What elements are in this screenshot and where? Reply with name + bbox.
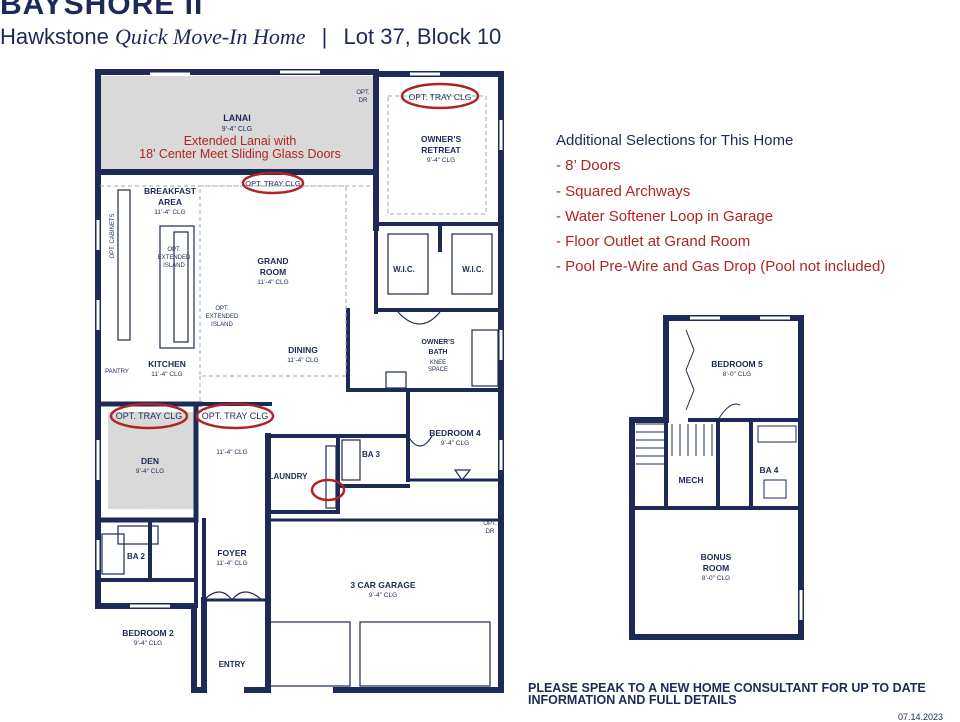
opt-island-1-b: EXTENDED (158, 255, 191, 261)
mech-label: MECH (678, 475, 703, 485)
bedroom2-clg: 9’-4" CLG (134, 640, 162, 647)
tray-oval-breakfast (241, 171, 305, 195)
pantry-label: PANTRY (105, 369, 129, 375)
consultant-note-line1: PLEASE SPEAK TO A NEW HOME CONSULTANT FO… (528, 681, 926, 695)
wic-2-label: W.I.C. (462, 265, 484, 274)
community-name: Hawkstone (0, 24, 109, 49)
lanai-fill (98, 76, 375, 172)
bedroom2-label: BEDROOM 2 (122, 628, 174, 638)
bedroom5-clg: 8’-0" CLG (723, 371, 751, 378)
ba3-label: BA 3 (362, 450, 380, 459)
dining-clg: 11’-4" CLG (287, 357, 318, 364)
dining-label: DINING (288, 345, 318, 355)
knee-space-2: SPACE (428, 367, 448, 373)
subtitle-separator: | (321, 24, 328, 49)
home-type: Quick Move-In Home (114, 24, 306, 49)
ba4-label: BA 4 (759, 465, 778, 475)
breakfast-clg: 11’-4" CLG (154, 209, 185, 216)
opt-island-1-a: OPT. (167, 247, 181, 253)
grand-room-clg: 11’-4" CLG (257, 279, 288, 286)
tray-clg-breakfast: OPT. TRAY CLG (245, 179, 301, 188)
bedroom4-clg: 9’-4" CLG (441, 440, 469, 447)
kitchen-clg: 11’-4" CLG (151, 371, 182, 378)
lanai-label: LANAI (223, 113, 251, 123)
wic-1-label: W.I.C. (393, 265, 415, 274)
breakfast-label-1: BREAKFAST (144, 186, 197, 196)
breakfast-label-2: AREA (158, 197, 182, 207)
plan-title: BAYSHORE II (0, 0, 204, 21)
grand-room-label-2: ROOM (260, 267, 286, 277)
den-label: DEN (141, 456, 159, 466)
opt-cabinets-label: OPT. CABINETS (110, 213, 116, 258)
bonus-clg: 8’-0" CLG (702, 575, 730, 582)
lot-block: Lot 37, Block 10 (343, 24, 502, 49)
owners-bath-label-1: OWNER'S (421, 339, 454, 346)
consultant-note-line2: INFORMATION AND FULL DETAILS (528, 693, 737, 707)
second-floor-windows (690, 316, 803, 620)
tray-oval-retreat (400, 82, 480, 110)
lanai-note-line1: Extended Lanai with (184, 134, 297, 148)
entry-label: ENTRY (219, 660, 246, 669)
opt-island-2-b: EXTENDED (206, 314, 239, 320)
opt-island-2-c: ISLAND (211, 322, 233, 328)
tray-oval-hall (195, 402, 275, 430)
lanai-note-line2: 18’ Center Meet Sliding Glass Doors (139, 147, 341, 161)
consultant-note: PLEASE SPEAK TO A NEW HOME CONSULTANT FO… (528, 681, 926, 707)
selection-item: - Water Softener Loop in Garage (556, 207, 774, 225)
tray-clg-retreat: OPT. TRAY CLG (409, 92, 472, 102)
hall-clg: 11’-4" CLG (216, 449, 247, 456)
bedroom5-label: BEDROOM 5 (711, 359, 763, 369)
owners-bath-label-2: BATH (429, 349, 448, 356)
ba2-label: BA 2 (127, 552, 145, 561)
foyer-label: FOYER (217, 548, 246, 558)
knee-space-1: KNEE (430, 360, 446, 366)
lanai-clg: 9’-4" CLG (222, 126, 253, 133)
selection-item: - Floor Outlet at Grand Room (556, 233, 751, 251)
selection-item: - Squared Archways (556, 182, 691, 200)
opt-dr-1-a: OPT. (356, 90, 370, 96)
bonus-label-2: ROOM (703, 563, 729, 573)
owners-retreat-label-1: OWNER'S (421, 134, 462, 144)
first-floor-dashed (100, 95, 487, 404)
perimeter-windows (96, 70, 503, 608)
owners-retreat-label-2: RETREAT (421, 145, 461, 155)
opt-island-1-c: ISLAND (163, 263, 185, 269)
tray-clg-hall: OPT. TRAY CLG (202, 411, 269, 421)
water-softener-oval (310, 478, 346, 502)
tray-oval-den (109, 402, 189, 430)
garage-clg: 9’-4" CLG (369, 592, 397, 599)
grand-room-label-1: GRAND (257, 256, 288, 266)
foyer-clg: 11’-4" CLG (216, 560, 247, 567)
first-floor-fixtures (101, 189, 499, 687)
selection-item: - 8’ Doors (556, 157, 621, 175)
selection-item: - Pool Pre-Wire and Gas Drop (Pool not i… (556, 258, 886, 276)
owners-retreat-clg: 9’-4" CLG (427, 157, 455, 164)
date-stamp: 07.14.2023 (898, 712, 944, 722)
opt-dr-2-a: OPT. (483, 521, 497, 527)
bedroom4-label: BEDROOM 4 (429, 428, 481, 438)
kitchen-label: KITCHEN (148, 359, 186, 369)
plan-subtitle: Hawkstone Quick Move-In Home | Lot 37, B… (0, 24, 501, 50)
opt-dr-1-b: DR (359, 98, 368, 104)
opt-island-2-a: OPT. (215, 306, 229, 312)
opt-dr-2-b: DR (486, 529, 495, 535)
selections-heading: Additional Selections for This Home (556, 132, 794, 149)
garage-label: 3 CAR GARAGE (350, 580, 416, 590)
second-floor-walls (629, 315, 804, 640)
second-floor-fixtures (636, 329, 797, 499)
bonus-label-1: BONUS (701, 552, 732, 562)
tray-clg-den: OPT. TRAY CLG (116, 411, 183, 421)
den-clg: 9’-4" CLG (136, 468, 164, 475)
additional-selections: Additional Selections for This Home - 8’… (556, 128, 885, 280)
laundry-label: LAUNDRY (269, 472, 308, 481)
